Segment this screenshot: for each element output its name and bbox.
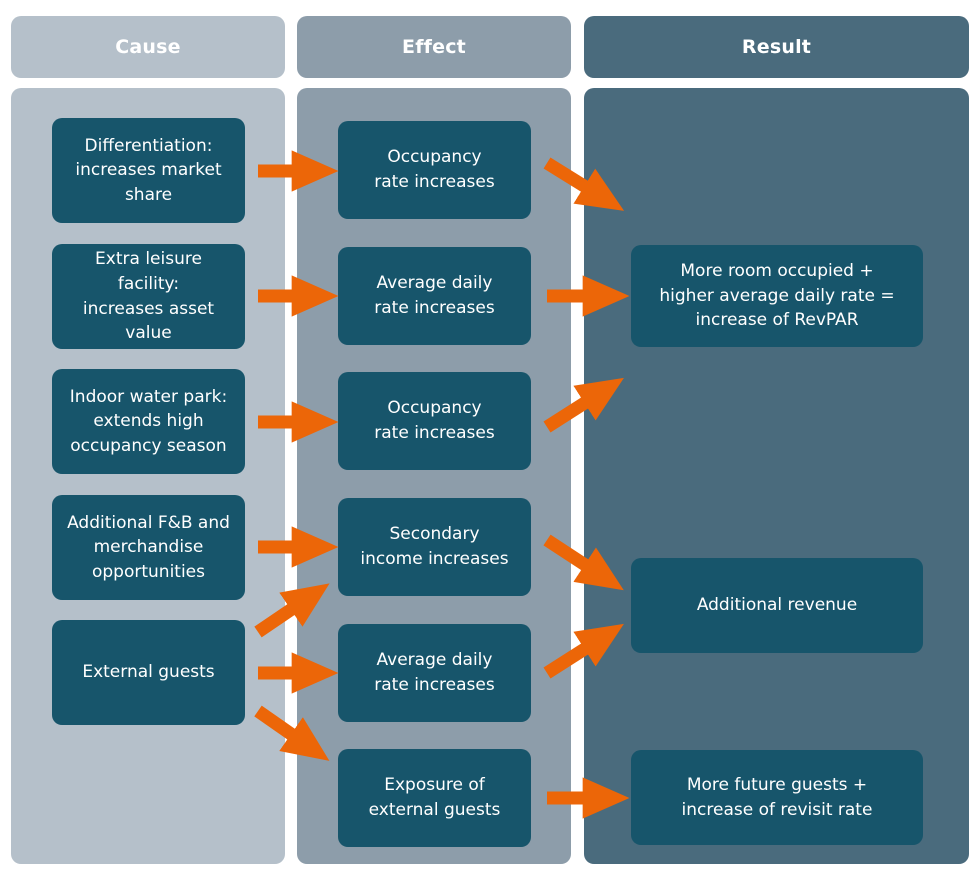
column-header-effect-label: Effect	[402, 36, 466, 58]
effect-node-average-daily-rate-1[interactable]: Average daily rate increases	[338, 247, 531, 345]
cause-node-extra-leisure-facility[interactable]: Extra leisure facility: increases asset …	[52, 244, 245, 349]
column-header-result-label: Result	[741, 36, 812, 58]
column-header-cause-label: Cause	[115, 36, 181, 58]
cause-node-differentiation[interactable]: Differentiation: increases market share	[52, 118, 245, 223]
column-header-result: Result	[584, 16, 969, 78]
column-header-effect: Effect	[297, 16, 571, 78]
effect-node-occupancy-rate-2[interactable]: Occupancy rate increases	[338, 372, 531, 470]
column-panel-result	[584, 88, 969, 864]
cause-node-indoor-water-park[interactable]: Indoor water park: extends high occupanc…	[52, 369, 245, 474]
cause-node-additional-fnb[interactable]: Additional F&B and merchandise opportuni…	[52, 495, 245, 600]
effect-node-occupancy-rate-1[interactable]: Occupancy rate increases	[338, 121, 531, 219]
result-node-additional-revenue[interactable]: Additional revenue	[631, 558, 923, 653]
result-node-revpar[interactable]: More room occupied + higher average dail…	[631, 245, 923, 347]
effect-node-average-daily-rate-2[interactable]: Average daily rate increases	[338, 624, 531, 722]
column-header-cause: Cause	[11, 16, 285, 78]
result-node-future-guests[interactable]: More future guests + increase of revisit…	[631, 750, 923, 845]
effect-node-secondary-income[interactable]: Secondary income increases	[338, 498, 531, 596]
effect-node-exposure-external-guests[interactable]: Exposure of external guests	[338, 749, 531, 847]
cause-node-external-guests[interactable]: External guests	[52, 620, 245, 725]
